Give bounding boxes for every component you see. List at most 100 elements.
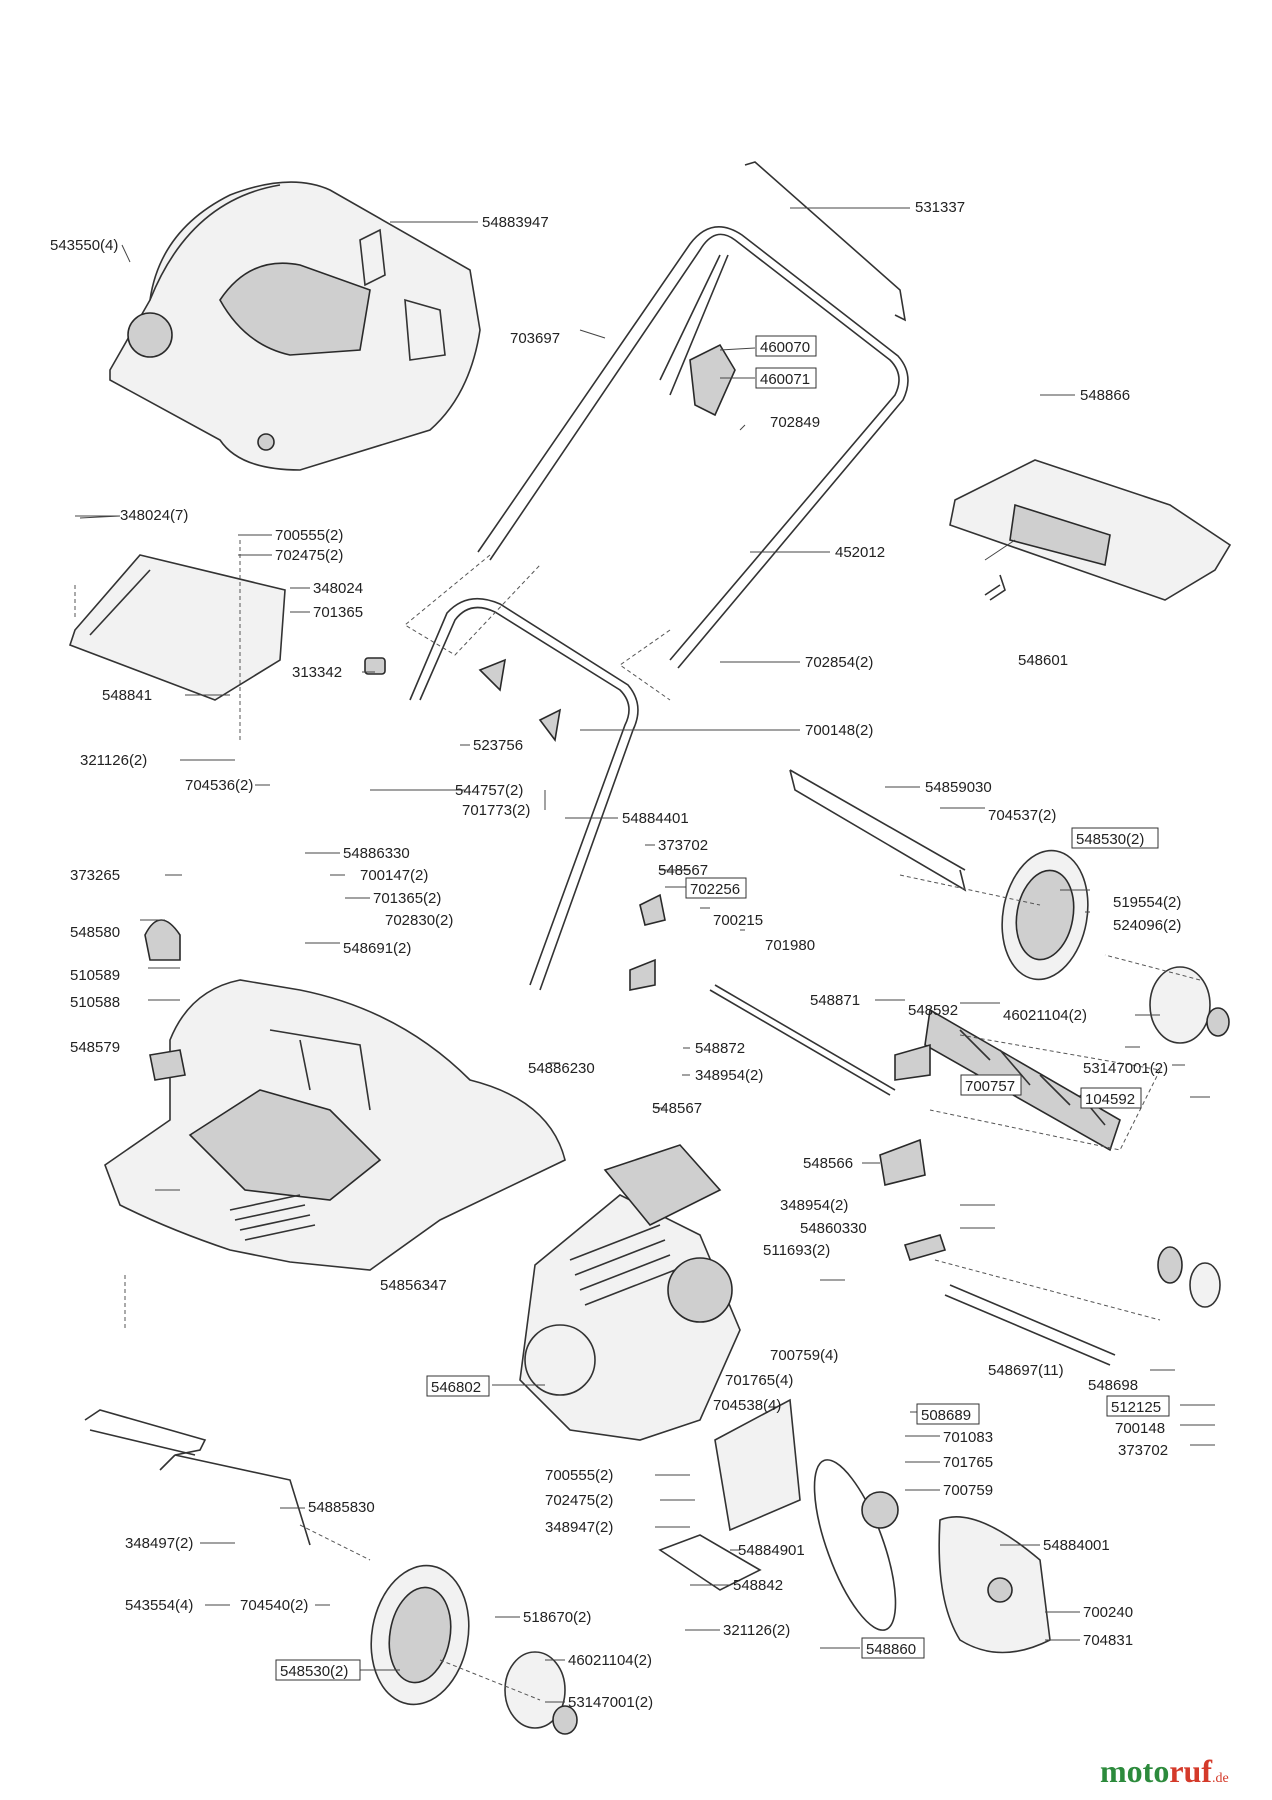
label-702854: 702854(2): [805, 654, 873, 671]
label-348954-2b: 348954(2): [780, 1197, 848, 1214]
label-54884001: 54884001: [1043, 1537, 1110, 1554]
scarifier-shaft-illustration: [709, 984, 1221, 1366]
front-wheel-illustration: [370, 1564, 578, 1735]
label-53147001-2b: 53147001(2): [568, 1694, 653, 1711]
label-348024-7: 348024(7): [120, 507, 188, 524]
label-54886230: 54886230: [528, 1060, 595, 1077]
height-adjust-lever-illustration: [84, 1409, 311, 1546]
label-548592: 548592: [908, 1002, 958, 1019]
label-701365-2: 701365(2): [373, 890, 441, 907]
label-701765: 701765: [943, 1454, 993, 1471]
label-510589: 510589: [70, 967, 120, 984]
label-548842: 548842: [733, 1577, 783, 1594]
label-548698: 548698: [1088, 1377, 1138, 1394]
label-548841: 548841: [102, 687, 152, 704]
label-548566: 548566: [803, 1155, 853, 1172]
watermark-brand-part1: moto: [1100, 1753, 1169, 1789]
label-348954-2a: 348954(2): [695, 1067, 763, 1084]
label-700555-2b: 700555(2): [545, 1467, 613, 1484]
front-flap-illustration: [949, 459, 1232, 601]
label-548871: 548871: [810, 992, 860, 1009]
label-348024: 348024: [313, 580, 363, 597]
label-546802: 546802: [431, 1379, 481, 1396]
label-54886330: 54886330: [343, 845, 410, 862]
label-548567a: 548567: [658, 862, 708, 879]
small-parts-illustration: [144, 657, 947, 1261]
label-313342: 313342: [292, 664, 342, 681]
label-548691: 548691(2): [343, 940, 411, 957]
label-701365: 701365: [313, 604, 363, 621]
part-labels: 54883947 543550(4) 531337 703697 460070 …: [50, 199, 1181, 1711]
label-531337: 531337: [915, 199, 965, 216]
label-54883947: 54883947: [482, 214, 549, 231]
label-700759-4: 700759(4): [770, 1347, 838, 1364]
label-46021104-2b: 46021104(2): [568, 1652, 652, 1669]
label-544757: 544757(2): [455, 782, 523, 799]
label-704831: 704831: [1083, 1632, 1133, 1649]
label-523756: 523756: [473, 737, 523, 754]
label-702256: 702256: [690, 881, 740, 898]
label-702475-2b: 702475(2): [545, 1492, 613, 1509]
label-53147001-2a: 53147001(2): [1083, 1060, 1168, 1077]
label-519554: 519554(2): [1113, 894, 1181, 911]
label-548860: 548860: [866, 1641, 916, 1658]
label-701083: 701083: [943, 1429, 993, 1446]
label-508689: 508689: [921, 1407, 971, 1424]
label-54885830: 54885830: [308, 1499, 375, 1516]
label-321126-2b: 321126(2): [723, 1622, 790, 1639]
label-54884901: 54884901: [738, 1542, 805, 1559]
engine-bracket-illustration: [658, 1398, 1051, 1654]
label-373702a: 373702: [658, 837, 708, 854]
label-701980: 701980: [765, 937, 815, 954]
label-700148: 700148: [1115, 1420, 1165, 1437]
label-524096: 524096(2): [1113, 917, 1181, 934]
label-104592: 104592: [1085, 1091, 1135, 1108]
label-704538: 704538(4): [713, 1397, 781, 1414]
label-701765-4: 701765(4): [725, 1372, 793, 1389]
label-702849: 702849: [770, 414, 820, 431]
label-548530-2a: 548530(2): [1076, 831, 1144, 848]
label-700215: 700215: [713, 912, 763, 929]
label-548567b: 548567: [652, 1100, 702, 1117]
label-700148-2: 700148(2): [805, 722, 873, 739]
watermark-logo: motoruf.de: [1100, 1753, 1229, 1789]
label-548866: 548866: [1080, 387, 1130, 404]
label-54859030: 54859030: [925, 779, 992, 796]
label-452012: 452012: [835, 544, 885, 561]
label-548697: 548697(11): [988, 1362, 1064, 1379]
engine-illustration: [519, 1144, 741, 1441]
deck-housing-illustration: [104, 979, 566, 1271]
label-54884401: 54884401: [622, 810, 689, 827]
label-460071: 460071: [760, 371, 810, 388]
label-700147: 700147(2): [360, 867, 428, 884]
grass-collector-illustration: [109, 181, 481, 471]
label-373702b: 373702: [1118, 1442, 1168, 1459]
label-511693: 511693(2): [763, 1242, 830, 1259]
label-46021104-2a: 46021104(2): [1003, 1007, 1087, 1024]
label-702830: 702830(2): [385, 912, 453, 929]
label-704537: 704537(2): [988, 807, 1056, 824]
rear-flap-plate-illustration: [68, 554, 286, 701]
svg-text:motoruf.de: motoruf.de: [1100, 1753, 1229, 1789]
watermark-suffix: .de: [1212, 1771, 1229, 1786]
label-543554: 543554(4): [125, 1597, 193, 1614]
label-548872: 548872: [695, 1040, 745, 1057]
label-548601: 548601: [1018, 652, 1068, 669]
label-700555-2a: 700555(2): [275, 527, 343, 544]
label-702475-2a: 702475(2): [275, 547, 343, 564]
label-512125: 512125: [1111, 1399, 1161, 1416]
label-700240: 700240: [1083, 1604, 1133, 1621]
label-548530-2b: 548530(2): [280, 1663, 348, 1680]
label-373265: 373265: [70, 867, 120, 884]
label-348947: 348947(2): [545, 1519, 613, 1536]
label-700757: 700757: [965, 1078, 1015, 1095]
label-54860330: 54860330: [800, 1220, 867, 1237]
axle-bracket-illustration: [789, 769, 967, 892]
label-704540: 704540(2): [240, 1597, 308, 1614]
label-460070: 460070: [760, 339, 810, 356]
label-704536: 704536(2): [185, 777, 253, 794]
label-321126-2a: 321126(2): [80, 752, 147, 769]
label-510588: 510588: [70, 994, 120, 1011]
label-54856347: 54856347: [380, 1277, 447, 1294]
